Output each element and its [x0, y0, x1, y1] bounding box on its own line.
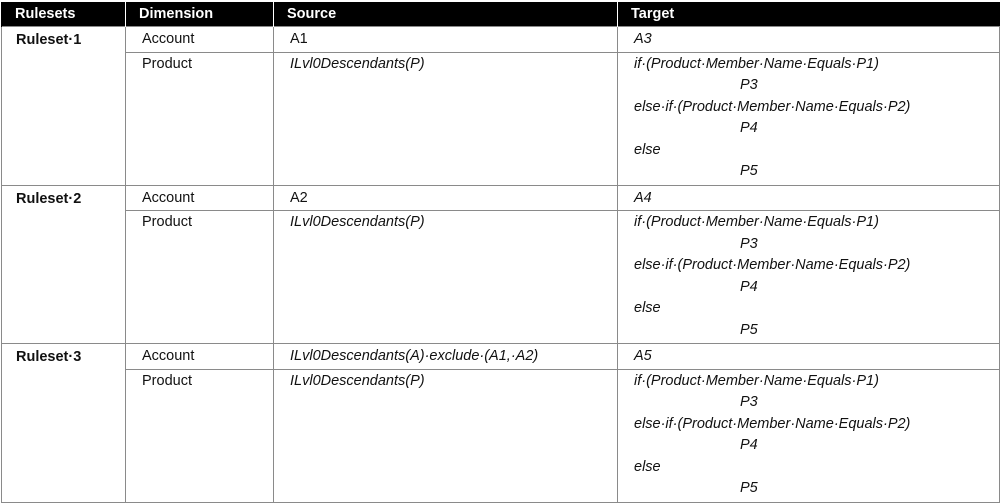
target-line: P5: [740, 321, 758, 338]
table-header: Rulesets Dimension Source Target: [1, 2, 1000, 27]
source-cell: ILvl0Descendants(A)·exclude·(A1,·A2): [273, 343, 618, 370]
header-rulesets: Rulesets: [1, 2, 126, 27]
ruleset-name: Ruleset·3: [1, 343, 126, 503]
table-row: Product ILvl0Descendants(P) if·(Product·…: [2, 210, 1000, 344]
dimension-cell: Product: [125, 51, 274, 186]
target-line: P4: [740, 437, 758, 453]
header-row: Rulesets Dimension Source Target: [1, 2, 1000, 27]
source-cell: A1: [273, 26, 618, 53]
source-cell: A2: [273, 184, 618, 211]
target-line: if·(Product·Member·Name·Equals·P1): [634, 55, 879, 72]
table-row: Ruleset·1 Account A1 A3: [1, 26, 1000, 186]
target-line: P5: [740, 480, 758, 496]
target-line: else: [634, 458, 661, 475]
source-cell: ILvl0Descendants(P): [273, 210, 618, 344]
target-line: P3: [740, 77, 758, 93]
target-cell: if·(Product·Member·Name·Equals·P1) P3 el…: [617, 51, 1000, 186]
target-line: else·if·(Product·Member·Name·Equals·P2): [634, 415, 911, 432]
dimension-cell: Account: [125, 343, 274, 370]
target-cell: if·(Product·Member·Name·Equals·P1) P3 el…: [617, 368, 1000, 503]
table-row: Product ILvl0Descendants(P) if·(Product·…: [2, 51, 1000, 186]
target-cell: A4: [617, 184, 1000, 211]
target-line: P3: [740, 235, 758, 252]
target-line: else·if·(Product·Member·Name·Equals·P2): [634, 98, 911, 115]
dimension-cell: Account: [125, 184, 274, 211]
target-cell: A5: [617, 343, 1000, 370]
table-row: Product ILvl0Descendants(P) if·(Product·…: [2, 368, 1000, 503]
target-line: else: [634, 141, 661, 158]
source-cell: ILvl0Descendants(P): [273, 368, 618, 503]
target-cell: A3: [617, 26, 1000, 53]
target-line: P4: [740, 120, 758, 136]
ruleset-name: Ruleset·1: [1, 26, 126, 186]
source-cell: ILvl0Descendants(P): [273, 51, 618, 186]
target-line: P4: [740, 278, 758, 295]
dimension-cell: Product: [125, 368, 274, 503]
dimension-cell: Product: [125, 210, 274, 344]
target-line: if·(Product·Member·Name·Equals·P1): [634, 372, 879, 389]
dimension-cell: Account: [125, 26, 274, 53]
table-row: Ruleset·2 Account A2 A4: [1, 184, 1000, 344]
target-line: else·if·(Product·Member·Name·Equals·P2): [634, 257, 911, 273]
target-line: if·(Product·Member·Name·Equals·P1): [634, 214, 879, 230]
header-dimension: Dimension: [125, 2, 274, 27]
target-line: P3: [740, 394, 758, 410]
target-cell: if·(Product·Member·Name·Equals·P1) P3 el…: [617, 210, 1000, 344]
target-line: P5: [740, 163, 758, 179]
ruleset-name: Ruleset·2: [1, 184, 126, 344]
header-target: Target: [617, 2, 1000, 27]
target-line: else: [634, 300, 661, 316]
header-source: Source: [273, 2, 618, 27]
table-row: Ruleset·3 Account ILvl0Descendants(A)·ex…: [1, 343, 1000, 503]
